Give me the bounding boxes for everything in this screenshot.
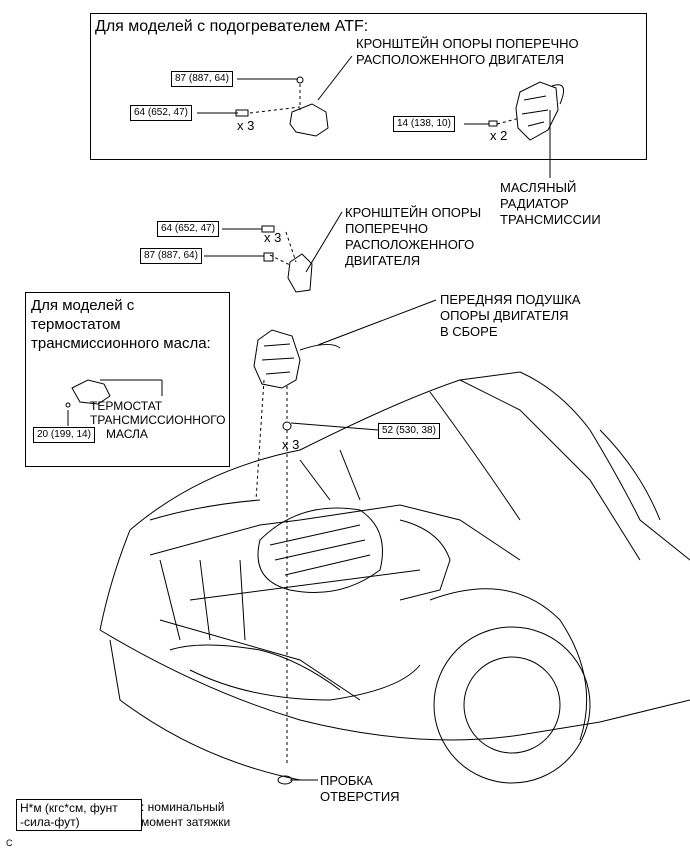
torque-unit-legend: Н*м (кгс*см, фунт -сила-фут) [16,799,142,831]
plug-label: ПРОБКА ОТВЕРСТИЯ [320,773,400,805]
thermostat-label-line1: ТЕРМОСТАТ [90,399,163,413]
legend-unit-line2: -сила-фут) [20,815,80,829]
legend-unit-line1: Н*м (кгс*см, фунт [20,801,118,815]
main-bracket-label-line3: РАСПОЛОЖЕННОГО [345,237,475,252]
thermostat-shape [71,379,111,405]
main-bracket-shape [287,253,313,293]
oil-cooler-label-line1: МАСЛЯНЫЙ [500,180,577,195]
quantity-atf-right: x 2 [490,128,508,143]
torque-spec-atf-left: 64 (652, 47) [130,105,192,121]
oil-cooler-label: МАСЛЯНЫЙ РАДИАТОР ТРАНСМИССИИ [500,180,601,228]
thermostat-title-line3: трансмиссионного масла: [31,335,211,352]
atf-bracket-shape [289,103,329,137]
plug-label-line1: ПРОБКА [320,773,373,788]
leader-torque-mount [290,422,379,431]
leader-mount [317,299,437,346]
engine-mount-shape [253,329,301,389]
bolt-atf-right [488,120,498,127]
torque-spec-bracket-lower: 87 (887, 64) [140,248,202,264]
atf-section-title: Для моделей с подогревателем ATF: [95,18,369,35]
leader-bracket-atf [317,55,353,101]
main-bracket-label: КРОНШТЕЙН ОПОРЫ ПОПЕРЕЧНО РАСПОЛОЖЕННОГО… [345,205,481,269]
atf-bracket-label-line2: РАСПОЛОЖЕННОГО ДВИГАТЕЛЯ [356,52,565,67]
bolt-main-lower [263,252,274,262]
engine-mount-label-line3: В СБОРЕ [440,324,498,339]
thermostat-label-line2: ТРАНСМИССИОННОГО [90,413,226,427]
main-bracket-label-line2: ПОПЕРЕЧНО [345,221,428,236]
oil-cooler-label-line2: РАДИАТОР [500,196,569,211]
torque-spec-bracket-upper: 64 (652, 47) [157,221,219,237]
torque-spec-mount: 52 (530, 38) [378,423,440,439]
thermostat-label-line3: МАСЛА [106,427,148,441]
bolt-atf-top [296,76,304,84]
legend-description-line2: момент затяжки [141,815,231,829]
bolt-atf-left [235,109,249,117]
leader-bracket-main [305,211,343,273]
corner-code: C [6,838,13,848]
main-bracket-label-line1: КРОНШТЕЙН ОПОРЫ [345,205,482,220]
nut-mount [282,421,292,431]
plug-label-line2: ОТВЕРСТИЯ [320,789,400,804]
vehicle-outline [99,371,690,784]
plug-shape [277,775,293,785]
atf-bracket-label: КРОНШТЕЙН ОПОРЫ ПОПЕРЕЧНО РАСПОЛОЖЕННОГО… [356,36,579,68]
thermostat-section-title: Для моделей с термостатом трансмиссионно… [31,296,211,353]
atf-heater-frame [90,13,647,160]
torque-spec-thermostat: 20 (199, 14) [33,427,95,443]
torque-spec-atf-right: 14 (138, 10) [393,116,455,132]
thermostat-label: ТЕРМОСТАТ ТРАНСМИССИОННОГО МАСЛА [90,399,225,441]
legend-description: : номинальный момент затяжки [141,800,230,830]
engine-mount-label-line2: ОПОРЫ ДВИГАТЕЛЯ [440,308,569,323]
oil-cooler-label-line3: ТРАНСМИССИИ [500,212,601,227]
main-bracket-label-line4: ДВИГАТЕЛЯ [345,253,421,268]
engine-mount-label-line1: ПЕРЕДНЯЯ ПОДУШКА [440,292,581,307]
engine-mount-label: ПЕРЕДНЯЯ ПОДУШКА ОПОРЫ ДВИГАТЕЛЯ В СБОРЕ [440,292,580,340]
torque-spec-atf-top: 87 (887, 64) [171,71,233,87]
quantity-mount: x 3 [282,437,300,452]
oil-cooler-shape [515,81,559,141]
quantity-atf-left: x 3 [237,118,255,133]
legend-description-line1: : номинальный [141,800,225,814]
thermostat-title-line2: термостатом [31,316,121,333]
thermostat-frame [25,292,230,467]
quantity-bracket-upper: x 3 [264,230,282,245]
thermostat-title-line1: Для моделей с [31,297,135,314]
atf-bracket-label-line1: КРОНШТЕЙН ОПОРЫ ПОПЕРЕЧНО [356,36,579,51]
bolt-main-upper [261,225,275,233]
